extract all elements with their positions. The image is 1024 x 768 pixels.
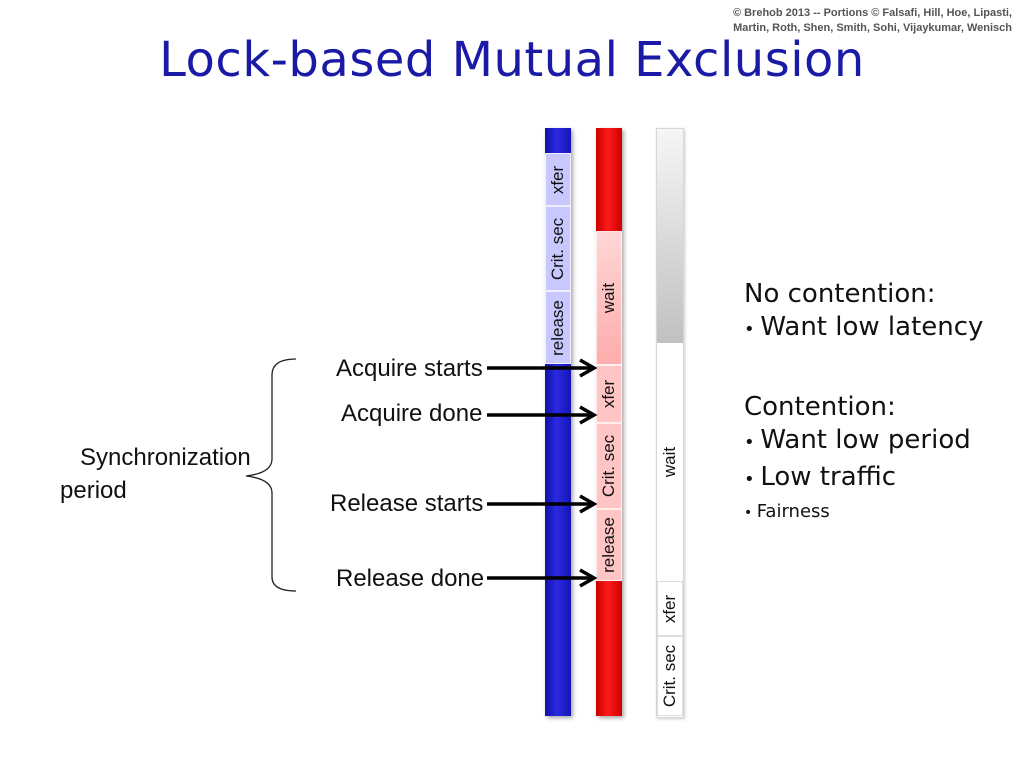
white-seg-wait: wait [657, 343, 683, 581]
label-acquire-starts: Acquire starts [336, 355, 483, 382]
bullet-want-low-period: • Want low period [744, 423, 983, 460]
label-release-done: Release done [336, 565, 485, 592]
no-contention-heading: No contention: [744, 279, 936, 309]
bullet-dot: • [744, 432, 761, 453]
white-seg-xfer-label: xfer [660, 594, 679, 623]
white-seg-crit-sec: Crit. sec [657, 636, 683, 716]
red-seg-crit-label: Crit. sec [599, 434, 618, 498]
blue-seg-crit-label: Crit. sec [548, 217, 567, 280]
blue-seg-release: release [545, 291, 571, 364]
sync-label-line-2: period [60, 477, 127, 504]
bullet-want-low-latency: • Want low latency [744, 310, 983, 347]
copyright-line-1: © Brehob 2013 -- Portions © Falsafi, Hil… [732, 7, 1012, 19]
copyright-notice: © Brehob 2013 -- Portions © Falsafi, Hil… [733, 6, 1012, 36]
timeline-bar-red: wait xfer Crit. sec release [596, 128, 622, 716]
blue-seg-xfer-label: xfer [548, 165, 567, 194]
bullet-text-fairness: Fairness [756, 501, 830, 522]
bullet-fairness: • Fairness [744, 497, 983, 528]
bullet-text-low-traffic: Low traffic [760, 462, 897, 492]
red-seg-wait-label: wait [599, 282, 619, 314]
right-panel: No contention: • Want low latency Conten… [744, 278, 983, 528]
arrow-release-starts [487, 494, 598, 514]
slide-title: Lock-based Mutual Exclusion [159, 32, 865, 88]
red-seg-xfer-label: xfer [599, 379, 618, 409]
label-release-starts: Release starts [330, 490, 484, 517]
white-seg-wait-label: wait [660, 446, 680, 478]
white-seg-crit-label: Crit. sec [660, 644, 679, 708]
bullet-text-low-period: Want low period [760, 425, 971, 455]
white-bar-gradient [657, 129, 683, 343]
bullet-dot: • [744, 469, 761, 490]
contention-heading: Contention: [744, 392, 896, 422]
timeline-bar-white: wait xfer Crit. sec [656, 128, 684, 718]
curly-brace [245, 358, 297, 592]
red-seg-release-label: release [599, 517, 619, 573]
blue-seg-xfer: xfer [545, 153, 571, 206]
red-seg-crit-sec: Crit. sec [596, 423, 622, 509]
red-seg-release: release [596, 509, 622, 581]
bullet-low-traffic: • Low traffic [744, 460, 983, 497]
arrow-release-done [487, 568, 598, 588]
arrow-acquire-done [487, 405, 598, 425]
red-seg-wait: wait [596, 231, 622, 365]
sync-label-line-1: Synchronization [80, 444, 251, 471]
timeline-bar-blue: xfer Crit. sec release [545, 128, 571, 716]
copyright-line-2: Martin, Roth, Shen, Smith, Sohi, Vijayku… [733, 22, 1012, 34]
arrow-acquire-starts [487, 358, 598, 378]
label-acquire-done: Acquire done [341, 400, 483, 427]
curly-brace-path [245, 358, 297, 592]
blue-seg-crit-sec: Crit. sec [545, 206, 571, 291]
blue-seg-release-label: release [548, 299, 568, 356]
white-seg-xfer: xfer [657, 581, 683, 636]
bullet-dot: • [744, 319, 761, 340]
bullet-text-low-latency: Want low latency [760, 312, 984, 342]
red-seg-xfer: xfer [596, 365, 622, 423]
bullet-dot: • [744, 505, 757, 521]
